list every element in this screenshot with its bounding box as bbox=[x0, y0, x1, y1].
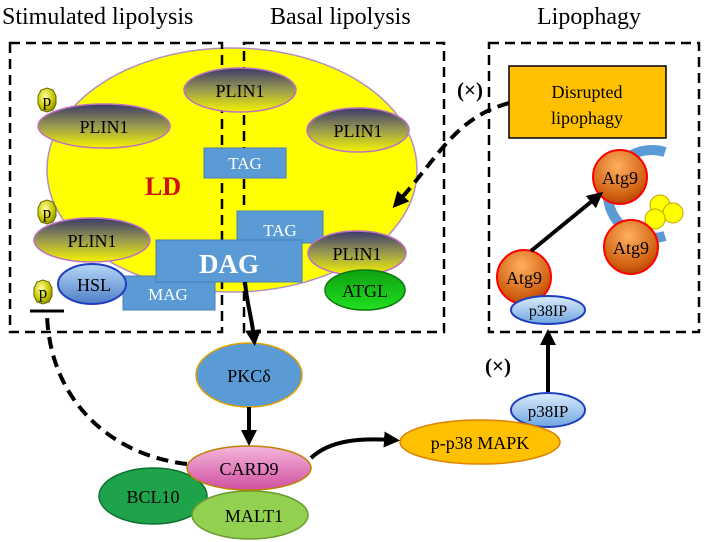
tag-label-lower: TAG bbox=[263, 221, 297, 240]
p38ip-upper: p38IP bbox=[510, 295, 586, 325]
disrupted-label-line1: Disrupted bbox=[552, 82, 623, 102]
tag-box-lower bbox=[236, 210, 324, 244]
mag-label: MAG bbox=[148, 285, 188, 304]
card9-label: CARD9 bbox=[219, 459, 278, 479]
plin1-right-upper-label: PLIN1 bbox=[334, 121, 383, 141]
atg9-bottom: Atg9 bbox=[496, 249, 552, 305]
bcl10-label: BCL10 bbox=[126, 487, 179, 507]
plin1-right-lower-label: PLIN1 bbox=[333, 244, 382, 264]
stimulated-lipolysis-box bbox=[8, 41, 224, 334]
lipophagy-box bbox=[487, 41, 701, 334]
p38ip-upper-label: p38IP bbox=[529, 303, 567, 320]
dag-label: DAG bbox=[199, 249, 259, 279]
small-lipid-droplets bbox=[644, 194, 684, 230]
phosphate-p-2: p bbox=[37, 199, 57, 225]
pkc-delta: PKCδ bbox=[195, 342, 303, 408]
basal-lipolysis-box bbox=[242, 41, 446, 334]
pkc-delta-label: PKCδ bbox=[227, 366, 271, 386]
tag-label-upper: TAG bbox=[228, 154, 262, 173]
atg9-right: Atg9 bbox=[603, 219, 659, 275]
plin1-left-upper: PLIN1 bbox=[37, 103, 171, 149]
p38ip-lower: p38IP bbox=[510, 392, 586, 428]
card9: CARD9 bbox=[186, 445, 312, 491]
plin1-top-label: PLIN1 bbox=[216, 81, 265, 101]
plin1-left-upper-label: PLIN1 bbox=[80, 117, 129, 137]
tag-box-upper bbox=[203, 147, 287, 179]
atg9-right-label: Atg9 bbox=[613, 238, 649, 258]
plin1-left-lower: PLIN1 bbox=[33, 217, 151, 263]
bcl10: BCL10 bbox=[98, 467, 208, 525]
p-p38-mapk-label: p-p38 MAPK bbox=[431, 433, 530, 453]
plin1-left-lower-label: PLIN1 bbox=[68, 231, 117, 251]
atg9-top-label: Atg9 bbox=[602, 168, 638, 188]
p38ip-lower-label: p38IP bbox=[528, 402, 569, 421]
phosphate-p-1-label: p bbox=[43, 91, 52, 110]
malt1: MALT1 bbox=[191, 490, 309, 540]
atgl-label: ATGL bbox=[342, 281, 388, 301]
block-mark-disrupted: (×) bbox=[457, 78, 483, 102]
arrow-atg9-to-atg9 bbox=[529, 191, 604, 253]
plin1-top: PLIN1 bbox=[183, 67, 297, 113]
ld-label: LD bbox=[145, 172, 181, 201]
arrow-dag-to-pkc bbox=[243, 281, 262, 346]
atg9-bottom-label: Atg9 bbox=[506, 268, 542, 288]
atgl: ATGL bbox=[324, 269, 406, 311]
phosphate-p-3-label: p bbox=[39, 283, 48, 302]
inhibition-card9-to-p bbox=[45, 314, 188, 466]
phosphate-p-3: p bbox=[33, 279, 53, 305]
plin1-right-upper: PLIN1 bbox=[306, 107, 410, 153]
p-p38-mapk: p-p38 MAPK bbox=[399, 419, 561, 465]
disrupted-lipophagy-box: Disrupted lipophagy bbox=[508, 65, 667, 139]
dag-box bbox=[155, 239, 303, 283]
header-stimulated-lipolysis: Stimulated lipolysis bbox=[2, 4, 193, 30]
block-mark-p38ip: (×) bbox=[485, 354, 511, 378]
arrow-card9-to-p38mapk bbox=[309, 431, 400, 460]
hsl-label: HSL bbox=[77, 275, 111, 295]
disrupted-label-line2: lipophagy bbox=[551, 108, 623, 128]
atg9-top: Atg9 bbox=[592, 149, 648, 205]
malt1-label: MALT1 bbox=[225, 506, 283, 526]
header-basal-lipolysis: Basal lipolysis bbox=[270, 4, 411, 30]
plin1-right-lower: PLIN1 bbox=[307, 230, 407, 276]
hsl: HSL bbox=[57, 263, 127, 305]
phosphate-p-2-label: p bbox=[43, 203, 52, 222]
phosphate-p-1: p bbox=[37, 87, 57, 113]
header-lipophagy: Lipophagy bbox=[537, 4, 641, 30]
